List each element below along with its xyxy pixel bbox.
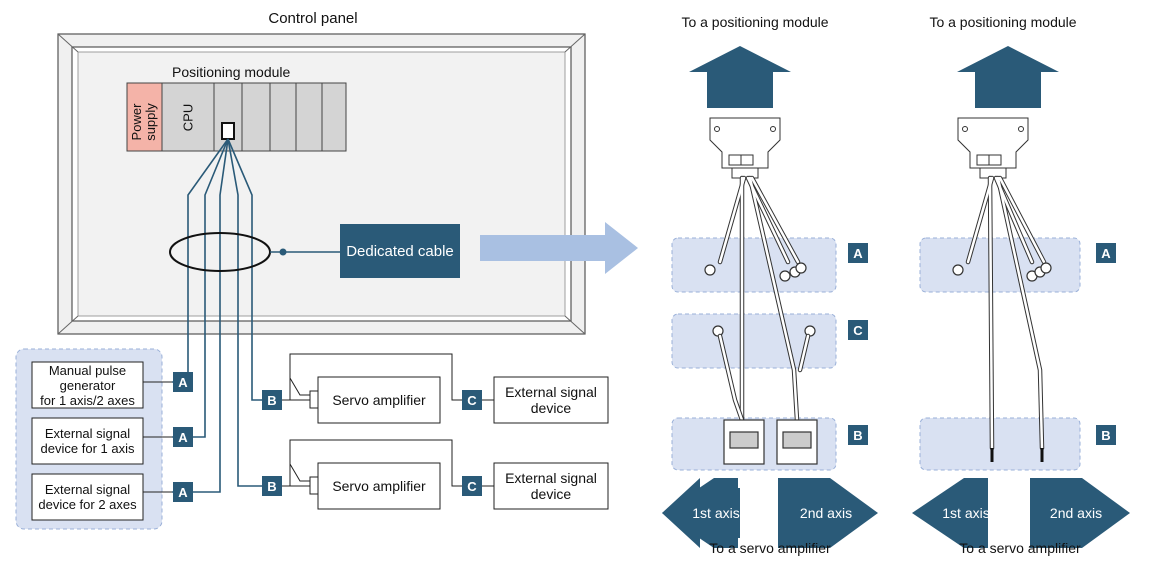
badge-b: B [262, 390, 282, 410]
badge-a: A [173, 427, 193, 447]
badge-b: B [262, 476, 282, 496]
dedicated-cable-label: Dedicated cable [340, 224, 460, 278]
device-external-signal-1-axis: External signal device for 1 axis [40, 426, 135, 456]
power-supply-label: Power supply [129, 103, 158, 141]
zone-badge-a: A [848, 243, 868, 263]
to-servo-amplifier-label: To a servo amplifier [959, 540, 1081, 556]
external-signal-device: External signal device [505, 470, 597, 502]
cable-view-1 [662, 46, 878, 548]
external-signal-device: External signal device [505, 384, 597, 416]
badge-a: A [173, 482, 193, 502]
transition-arrow [480, 222, 638, 274]
servo-amplifier: Servo amplifier [332, 477, 426, 494]
zone-badge-c: C [848, 320, 868, 340]
to-servo-amplifier-label: To a servo amplifier [709, 540, 831, 556]
device-manual-pulse-generator: Manual pulse generator for 1 axis/2 axes [40, 362, 135, 408]
cable-view-2 [912, 46, 1130, 548]
servo-row-2 [282, 439, 609, 510]
left-device-links [143, 381, 172, 493]
cpu-label: CPU [180, 103, 196, 132]
device-external-signal-2-axes: External signal device for 2 axes [38, 482, 137, 512]
first-axis-label: 1st axis [942, 505, 990, 521]
second-axis-label: 2nd axis [799, 505, 853, 521]
positioning-module-label: Positioning module [172, 64, 291, 80]
control-panel-title: Control panel [268, 10, 358, 27]
badge-c: C [462, 476, 482, 496]
to-positioning-module-label: To a positioning module [681, 14, 829, 30]
badge-a: A [173, 372, 193, 392]
first-axis-label: 1st axis [692, 505, 740, 521]
zone-badge-b: B [1096, 425, 1116, 445]
to-positioning-module-label: To a positioning module [929, 14, 1077, 30]
plc-rack [126, 82, 347, 152]
zone-badge-b: B [848, 425, 868, 445]
zone-badge-a: A [1096, 243, 1116, 263]
servo-amplifier: Servo amplifier [332, 391, 426, 408]
cable-callout [270, 248, 340, 256]
second-axis-label: 2nd axis [1049, 505, 1103, 521]
control-panel [57, 33, 586, 335]
badge-c: C [462, 390, 482, 410]
servo-row-1 [282, 353, 609, 424]
left-device-boxes [31, 361, 144, 521]
